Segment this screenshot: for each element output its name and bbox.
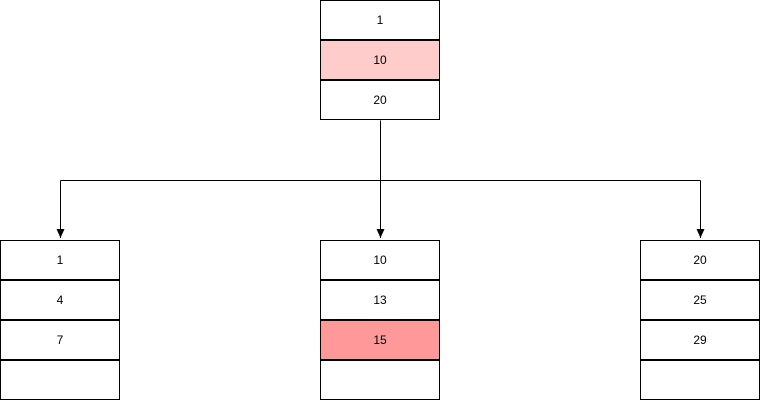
right-child-cell-label: 25 — [693, 293, 707, 307]
right-child-cell-1: 25 — [640, 280, 760, 320]
middle-child-node: 10 13 15 — [320, 240, 440, 401]
root-cell-0: 1 — [320, 0, 440, 40]
right-child-cell-label: 29 — [693, 333, 707, 347]
left-child-cell-3 — [0, 360, 120, 400]
left-child-cell-label: 4 — [56, 293, 64, 307]
right-child-cell-3 — [640, 360, 760, 400]
middle-child-cell-label: 15 — [373, 333, 387, 347]
right-child-cell-0: 20 — [640, 240, 760, 280]
root-cell-label: 1 — [376, 13, 384, 27]
left-child-cell-0: 1 — [0, 240, 120, 280]
left-child-cell-1: 4 — [0, 280, 120, 320]
root-cell-1: 10 — [320, 40, 440, 80]
left-child-node: 1 4 7 — [0, 240, 120, 401]
root-node: 1 10 20 — [320, 0, 440, 121]
root-cell-label: 10 — [373, 53, 387, 67]
middle-child-cell-label: 10 — [373, 253, 387, 267]
middle-child-cell-label: 13 — [373, 293, 387, 307]
left-child-cell-label: 7 — [56, 333, 64, 347]
middle-child-cell-0: 10 — [320, 240, 440, 280]
right-child-cell-2: 29 — [640, 320, 760, 360]
right-child-node: 20 25 29 — [640, 240, 760, 401]
root-cell-label: 20 — [373, 93, 387, 107]
middle-child-cell-1: 13 — [320, 280, 440, 320]
left-child-cell-label: 1 — [56, 253, 64, 267]
middle-child-cell-2: 15 — [320, 320, 440, 360]
connector-edges — [56, 120, 705, 238]
middle-child-cell-3 — [320, 360, 440, 400]
root-cell-2: 20 — [320, 80, 440, 120]
right-child-cell-label: 20 — [693, 253, 707, 267]
left-child-cell-2: 7 — [0, 320, 120, 360]
